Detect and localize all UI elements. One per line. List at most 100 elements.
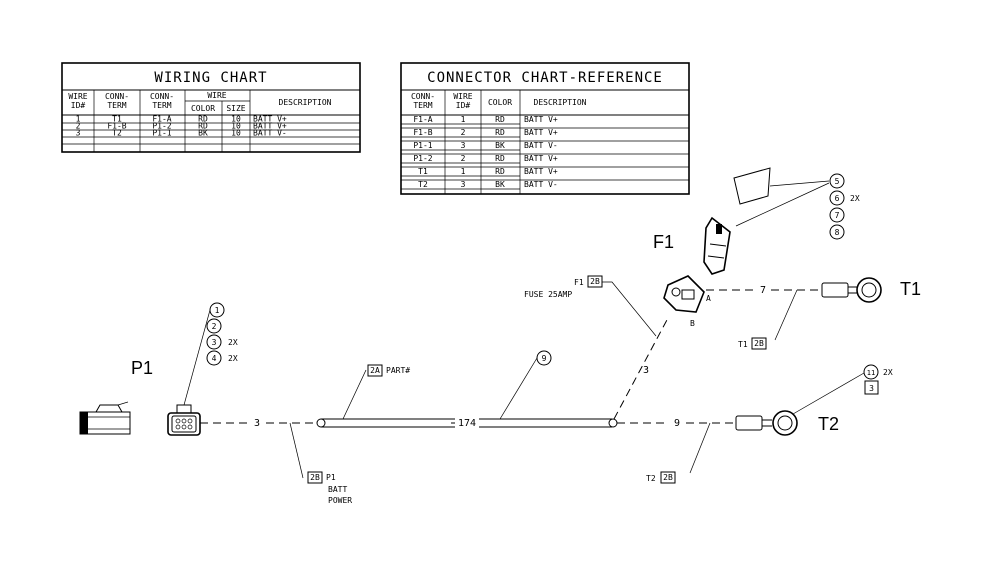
wire-f1-lead xyxy=(613,317,669,420)
svg-text:BATT V+: BATT V+ xyxy=(524,115,558,124)
leader-line xyxy=(792,372,865,415)
svg-text:RD: RD xyxy=(198,115,208,124)
svg-text:2B: 2B xyxy=(590,277,600,286)
fuse-description: FUSE 25AMP xyxy=(524,290,572,299)
svg-text:RD: RD xyxy=(495,115,505,124)
svg-text:2B: 2B xyxy=(754,339,764,348)
leader-line xyxy=(342,369,367,420)
svg-text:T1: T1 xyxy=(418,167,428,176)
svg-text:2: 2 xyxy=(461,128,466,137)
balloon-4: 4 2X xyxy=(206,350,238,366)
svg-text:BK: BK xyxy=(495,141,505,150)
t1-ref-label: T1 xyxy=(738,340,748,349)
leader-line xyxy=(499,357,538,420)
length-label-main: 174 xyxy=(458,418,476,429)
ref-box-2b-t1: 2B xyxy=(751,337,767,350)
balloon-1: 1 xyxy=(209,302,225,318)
balloon-5: 5 xyxy=(829,173,845,189)
p1-label: P1 xyxy=(131,358,153,378)
leader-line xyxy=(689,422,711,474)
svg-text:1: 1 xyxy=(461,115,466,124)
svg-text:T2: T2 xyxy=(418,180,428,189)
svg-text:1: 1 xyxy=(215,306,220,315)
quantity-label: 2X xyxy=(228,354,238,363)
svg-text:9: 9 xyxy=(542,354,547,363)
power-label: POWER xyxy=(328,496,352,505)
header-color: COLOR xyxy=(488,98,512,107)
svg-text:10: 10 xyxy=(231,129,241,138)
connector-chart-border xyxy=(400,62,690,195)
svg-text:2B: 2B xyxy=(310,473,320,482)
table-row: T1 1 RD BATT V+ xyxy=(418,167,558,176)
svg-text:F1-B: F1-B xyxy=(413,128,432,137)
svg-text:P1-1: P1-1 xyxy=(152,129,171,138)
f1-fuse-holder-exploded xyxy=(703,167,771,275)
svg-text:BATT V+: BATT V+ xyxy=(253,122,287,131)
length-label-t1: 7 xyxy=(760,285,766,296)
svg-text:5: 5 xyxy=(835,177,840,186)
svg-text:BATT V+: BATT V+ xyxy=(524,128,558,137)
svg-text:T1: T1 xyxy=(112,115,122,124)
leader-line xyxy=(602,281,657,337)
table-row: P1-1 3 BK BATT V- xyxy=(413,141,557,150)
leader-line xyxy=(769,180,830,187)
balloon-2: 2 xyxy=(206,318,222,334)
svg-text:11: 11 xyxy=(867,369,875,377)
batt-label: BATT xyxy=(328,485,347,494)
quantity-label: 2X xyxy=(228,338,238,347)
svg-text:3: 3 xyxy=(212,338,217,347)
quantity-label: 2X xyxy=(883,368,893,377)
ref-box-2b-t2: 2B xyxy=(660,471,676,484)
svg-text:BK: BK xyxy=(495,180,505,189)
svg-text:RD: RD xyxy=(495,154,505,163)
svg-text:3: 3 xyxy=(869,384,874,393)
svg-text:F1-A: F1-A xyxy=(413,115,432,124)
svg-text:P1-2: P1-2 xyxy=(152,122,171,131)
quantity-label: 2X xyxy=(850,194,860,203)
leader-line xyxy=(183,309,211,406)
header-description: DESCRIPTION xyxy=(534,98,587,107)
svg-text:2B: 2B xyxy=(663,473,673,482)
length-label-p1: 3 xyxy=(254,418,260,429)
p1-connector-face-view xyxy=(167,404,201,436)
svg-text:2: 2 xyxy=(461,154,466,163)
t2-ring-terminal xyxy=(735,410,798,436)
svg-text:RD: RD xyxy=(495,128,505,137)
ref-box-2a: 2A xyxy=(367,364,383,377)
length-label-t2: 9 xyxy=(674,418,680,429)
svg-text:4: 4 xyxy=(212,354,217,363)
header-size: SIZE xyxy=(226,104,245,113)
header-color: COLOR xyxy=(191,104,215,113)
svg-text:T2: T2 xyxy=(112,129,122,138)
svg-text:7: 7 xyxy=(835,211,840,220)
svg-text:ID#: ID# xyxy=(71,101,86,110)
fuse-ref-label: F1 xyxy=(574,278,584,287)
svg-text:P1-2: P1-2 xyxy=(413,154,432,163)
header-conn: CONN- xyxy=(411,92,435,101)
header-conn-from: CONN- xyxy=(105,92,129,101)
leader-line xyxy=(735,182,830,227)
svg-text:F1-A: F1-A xyxy=(152,115,171,124)
balloon-3: 3 2X xyxy=(206,334,238,350)
table-row: 2 F1-B P1-2 RD 10 BATT V+ xyxy=(76,122,287,131)
t1-ring-terminal xyxy=(821,277,882,303)
svg-text:10: 10 xyxy=(231,115,241,124)
svg-text:RD: RD xyxy=(198,122,208,131)
svg-text:10: 10 xyxy=(231,122,241,131)
pin-b-label: B xyxy=(690,319,695,328)
table-row: F1-A 1 RD BATT V+ xyxy=(413,115,558,124)
svg-text:3: 3 xyxy=(461,180,466,189)
wiring-chart-border xyxy=(61,62,361,153)
header-wire: WIRE xyxy=(207,91,226,100)
f1-label: F1 xyxy=(653,232,674,252)
svg-text:6: 6 xyxy=(835,194,840,203)
part-number-label: PART# xyxy=(386,366,410,375)
t2-label: T2 xyxy=(818,414,839,434)
svg-text:BATT V-: BATT V- xyxy=(524,180,558,189)
svg-text:3: 3 xyxy=(76,129,81,138)
breakout-point xyxy=(608,418,618,428)
svg-text:2A: 2A xyxy=(370,366,380,375)
t2-ref-label: T2 xyxy=(646,474,656,483)
fuse-cover xyxy=(733,167,771,205)
